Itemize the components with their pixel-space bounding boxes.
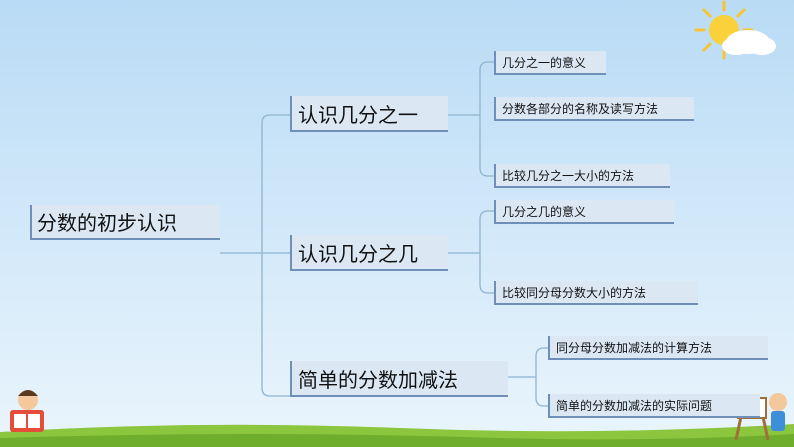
- leaf-node-3-2: 简单的分数加减法的实际问题: [548, 394, 760, 418]
- leaf-node-2-1: 几分之几的意义: [494, 200, 674, 224]
- reading-child-icon: [10, 390, 44, 432]
- sun-cloud-icon: [694, 0, 776, 60]
- leaf-node-1-3: 比较几分之一大小的方法: [494, 164, 670, 188]
- leaf-node-1-2: 分数各部分的名称及读写方法: [494, 97, 694, 121]
- branch-node-2: 认识几分之几: [290, 235, 448, 271]
- branch-node-3: 简单的分数加减法: [290, 361, 508, 397]
- leaf-node-1-1: 几分之一的意义: [494, 51, 606, 75]
- root-node: 分数的初步认识: [30, 205, 220, 240]
- leaf-node-3-1: 同分母分数加减法的计算方法: [548, 336, 768, 360]
- branch-node-1: 认识几分之一: [290, 96, 448, 132]
- leaf-node-2-2: 比较同分母分数大小的方法: [494, 281, 698, 305]
